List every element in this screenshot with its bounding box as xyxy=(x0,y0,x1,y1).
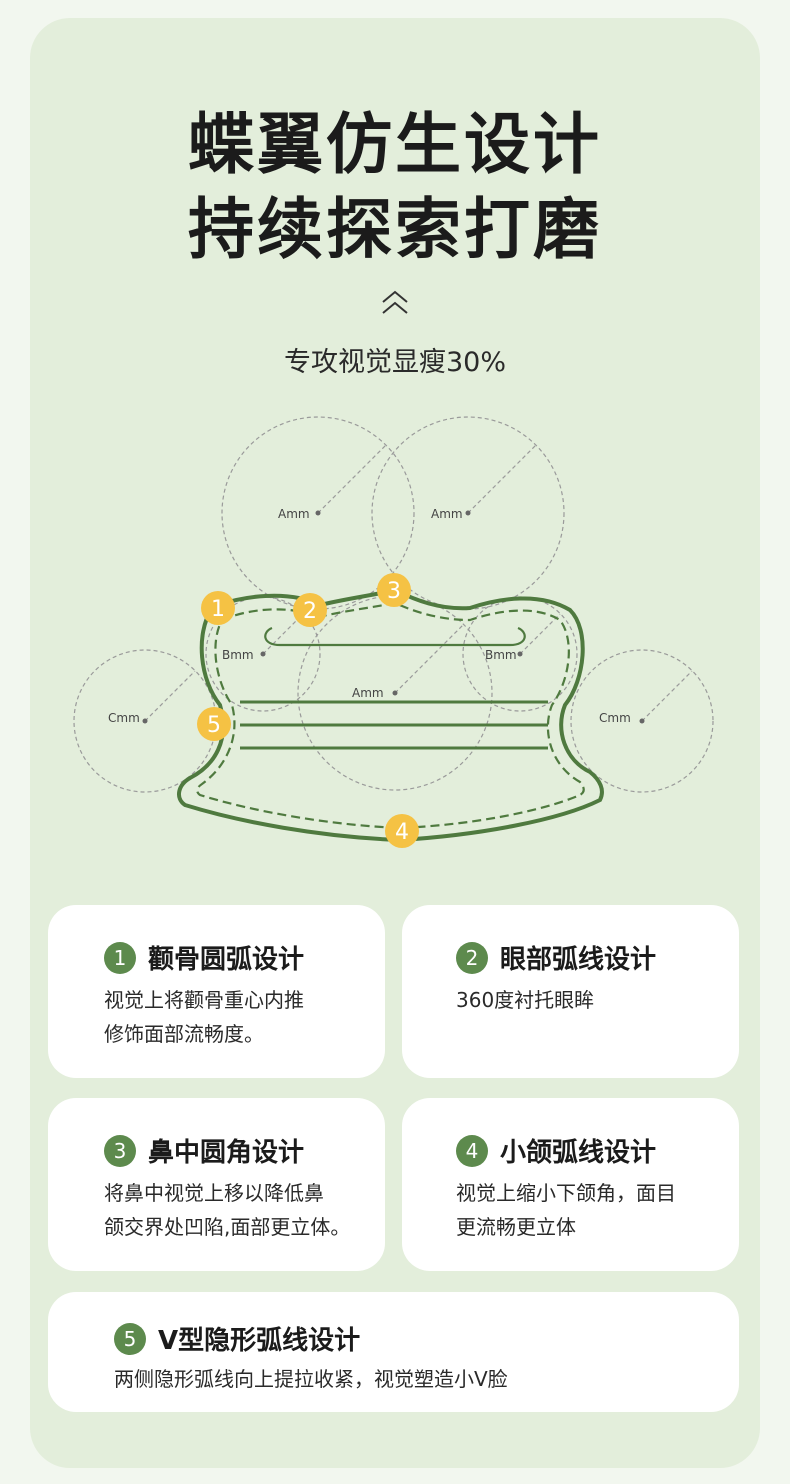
card-desc-line: 两侧隐形弧线向上提拉收紧，视觉塑造小V脸 xyxy=(114,1367,508,1391)
svg-text:5: 5 xyxy=(207,713,221,738)
marker-4: 4 xyxy=(385,814,419,848)
feature-card-1: 1 颧骨圆弧设计 视觉上将颧骨重心内推 修饰面部流畅度。 xyxy=(48,905,385,1078)
feature-card-2: 2 眼部弧线设计 360度衬托眼眸 xyxy=(402,905,739,1078)
label-a-right: Amm xyxy=(431,507,463,521)
label-a-left: Amm xyxy=(278,507,310,521)
mask-diagram: Amm Amm Bmm Bmm Amm Cmm Cmm 1 2 3 4 5 xyxy=(73,416,714,848)
label-b-right: Bmm xyxy=(485,648,517,662)
feature-card-3: 3 鼻中圆角设计 将鼻中视觉上移以降低鼻 颌交界处凹陷,面部更立体。 xyxy=(48,1098,385,1271)
label-a-center: Amm xyxy=(352,686,384,700)
number-badge: 1 xyxy=(104,941,136,974)
marker-2: 2 xyxy=(293,593,327,627)
card-title: 小颌弧线设计 xyxy=(500,1138,657,1168)
feature-card-4: 4 小颌弧线设计 视觉上缩小下颌角，面目 更流畅更立体 xyxy=(402,1098,739,1271)
headline-line-2: 持续探索打磨 xyxy=(188,191,602,268)
label-c-right: Cmm xyxy=(599,711,631,725)
svg-text:2: 2 xyxy=(303,599,317,624)
card-desc-line: 360度衬托眼眸 xyxy=(456,988,595,1012)
svg-text:3: 3 xyxy=(387,579,401,604)
card-desc-line: 视觉上将颧骨重心内推 xyxy=(104,988,304,1012)
card-desc-line: 修饰面部流畅度。 xyxy=(104,1022,264,1046)
number-badge: 4 xyxy=(456,1134,488,1167)
card-title: 鼻中圆角设计 xyxy=(148,1138,305,1168)
number-badge: 5 xyxy=(114,1322,146,1355)
card-desc-line: 更流畅更立体 xyxy=(456,1215,576,1239)
marker-3: 3 xyxy=(377,573,411,607)
guide-circle-c-right xyxy=(570,649,714,793)
marker-5: 5 xyxy=(197,707,231,741)
card-title: 颧骨圆弧设计 xyxy=(148,945,305,975)
subtitle: 专攻视觉显瘦30% xyxy=(283,347,506,378)
feature-card-5: 5 V型隐形弧线设计 两侧隐形弧线向上提拉收紧，视觉塑造小V脸 xyxy=(48,1292,739,1412)
headline-line-1: 蝶翼仿生设计 xyxy=(188,106,602,183)
card-desc-line: 视觉上缩小下颌角，面目 xyxy=(456,1181,676,1205)
number-badge: 2 xyxy=(456,941,488,974)
label-b-left: Bmm xyxy=(222,648,254,662)
nose-bar xyxy=(264,626,526,647)
card-desc-line: 颌交界处凹陷,面部更立体。 xyxy=(104,1215,351,1239)
svg-text:4: 4 xyxy=(395,820,409,845)
card-title: V型隐形弧线设计 xyxy=(158,1326,361,1356)
double-chevron-up-icon xyxy=(382,290,408,314)
card-desc-line: 将鼻中视觉上移以降低鼻 xyxy=(104,1181,324,1205)
mask-outline xyxy=(177,587,604,843)
card-title: 眼部弧线设计 xyxy=(500,945,657,975)
svg-text:1: 1 xyxy=(211,597,225,622)
label-c-left: Cmm xyxy=(108,711,140,725)
number-badge: 3 xyxy=(104,1134,136,1167)
marker-1: 1 xyxy=(201,591,235,625)
